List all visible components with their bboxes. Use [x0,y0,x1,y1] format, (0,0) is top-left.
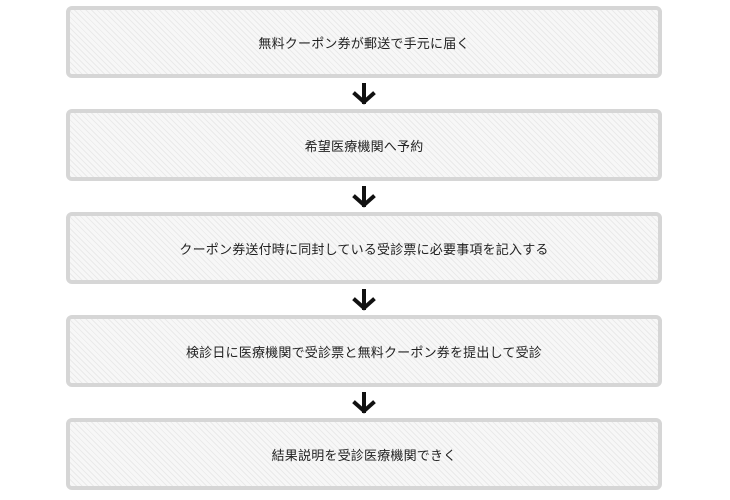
flow-step-fill-form: クーポン券送付時に同封している受診票に必要事項を記入する [66,212,662,284]
step-label: 結果説明を受診医療機関できく [271,448,457,464]
arrow-down-icon [66,181,662,212]
step-label: 希望医療機関へ予約 [304,139,424,155]
step-label: 無料クーポン券が郵送で手元に届く [258,36,470,52]
arrow-down-icon [66,284,662,315]
flow-step-examination: 検診日に医療機関で受診票と無料クーポン券を提出して受診 [66,315,662,387]
flow-step-results: 結果説明を受診医療機関できく [66,418,662,490]
arrow-down-icon [66,78,662,109]
arrow-down-icon [66,387,662,418]
step-label: クーポン券送付時に同封している受診票に必要事項を記入する [179,242,549,258]
flow-step-coupon-arrival: 無料クーポン券が郵送で手元に届く [66,6,662,78]
flow-diagram: 無料クーポン券が郵送で手元に届く 希望医療機関へ予約 クーポン券送付時に同封して… [66,6,662,490]
flow-step-reservation: 希望医療機関へ予約 [66,109,662,181]
step-label: 検診日に医療機関で受診票と無料クーポン券を提出して受診 [185,345,542,361]
